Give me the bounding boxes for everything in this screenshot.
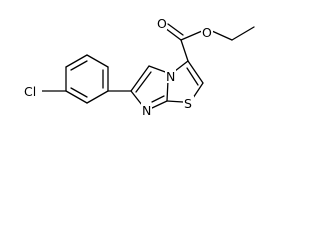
chlorine-label-bg [22,83,42,99]
nitrogen-bridge-label: N [166,69,175,84]
nitrogen-lower-label: N [142,103,151,118]
carbonyl-oxygen-label: O [157,16,167,31]
bond-ph-4 [86,90,109,104]
bond-th-c3-c2-double [186,67,199,86]
bond-carbonyl-c-o-double-a [164,27,182,41]
bond-ph-5 [65,90,88,104]
bond-carbonyl-c-o-double-b [167,23,184,36]
nitrogen-bridge-label-bg [165,69,176,83]
bond-ph-2 [86,54,109,68]
thiazole-ring [166,60,204,103]
bond-th-c3-c2 [187,60,204,84]
bond-c3-carbonyl-carbon [180,39,189,62]
ester-group [164,23,255,62]
bond-th-n4-c3 [174,60,189,72]
chlorophenyl-ring [65,54,109,104]
bond-ph-inner-3 [70,87,88,98]
bond-im-n4-c7a [166,79,169,102]
sulfur-label-bg [183,96,194,110]
bond-ph-inner-1 [70,60,88,71]
chlorine-label: Cl [24,84,36,99]
bond-im-n7-c6 [130,90,143,106]
bond-im-c6-c5-double [135,71,152,93]
bond-th-c2-s1 [192,82,204,99]
bond-carbonyl-c-ester-o [180,30,203,41]
ester-oxygen-label-bg [201,25,213,39]
bond-im-c7a-n7-double [151,95,165,103]
bond-im-c7a-n7 [151,100,168,109]
structure-diagram: Cl N N S O O [22,16,255,118]
sulfur-label: S [184,96,192,111]
bond-im-c5-n4 [148,65,169,74]
imidazole-ring [130,65,169,109]
bond-th-s1-c7a [166,100,184,103]
ester-oxygen-label: O [202,25,212,40]
nitrogen-lower-label-bg [141,103,152,117]
bond-im-c6-c5 [130,65,150,92]
bond-ester-o-ch2 [211,30,233,41]
carbonyl-oxygen-label-bg [156,16,167,30]
bond-ch2-ch3 [231,26,255,41]
bond-ph-1 [65,54,88,68]
